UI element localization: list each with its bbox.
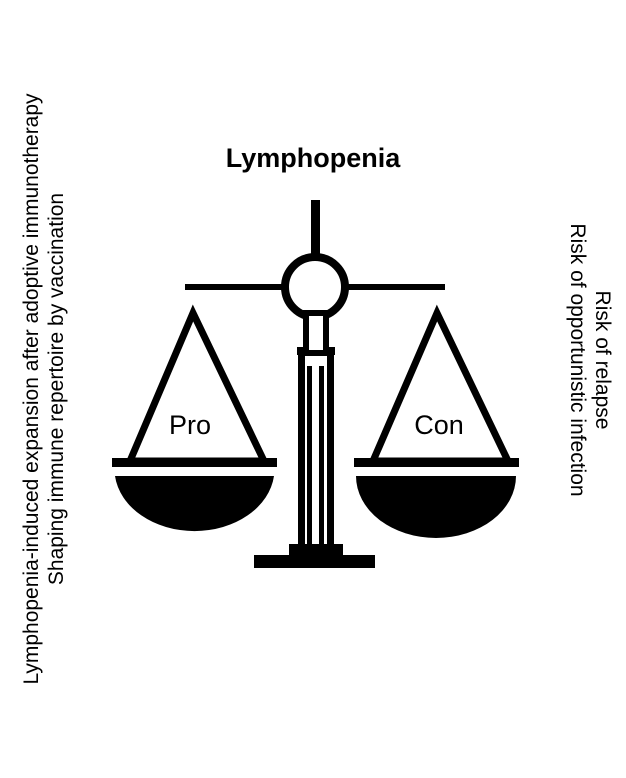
right-pan-bowl — [356, 476, 516, 538]
right-pan-rim — [354, 458, 519, 467]
top-post — [311, 200, 320, 258]
column-neck — [306, 313, 326, 353]
left-pan-bowl — [115, 476, 274, 531]
left-pan-rim — [112, 458, 277, 467]
right-pan-label: Con — [414, 410, 464, 440]
base-plate — [254, 555, 375, 568]
left-pan-label: Pro — [169, 410, 211, 440]
column-left-rail — [298, 352, 305, 548]
column-inner-right — [319, 366, 324, 548]
column-inner-left — [307, 366, 312, 548]
diagram-title: Lymphopenia — [226, 143, 401, 173]
column-right-rail — [327, 352, 334, 548]
pivot-ring — [285, 257, 345, 317]
